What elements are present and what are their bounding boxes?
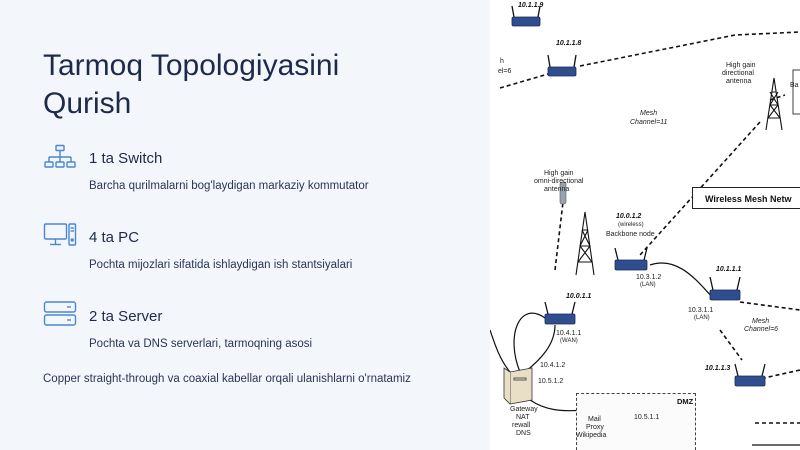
diagram-label: High gain	[726, 62, 756, 69]
diagram-label: Channel=6	[744, 326, 779, 333]
item-description-switch: Barcha qurilmalarni bog'laydigan markazi…	[89, 180, 369, 192]
diagram-label: NAT	[516, 414, 530, 421]
item-heading-switch: 1 ta Switch	[89, 150, 163, 167]
node-label: 10.1.1.9	[518, 2, 544, 9]
diagram-label: h	[500, 58, 504, 65]
diagram-label: antenna	[544, 186, 570, 193]
diagram-label: directional	[722, 70, 754, 77]
item-description-pc: Pochta mijozlari sifatida ishlaydigan is…	[89, 259, 353, 271]
slide-left-panel: Tarmoq Topologiyasini Qurish 1 ta Switch…	[43, 49, 411, 385]
diagram-label: 10.4.1.2	[540, 362, 566, 369]
diagram-label: 10.5.1.2	[538, 378, 564, 385]
node-label: 10.1.1.8	[556, 40, 582, 47]
diagram-label: 10.4.1.1	[556, 330, 582, 337]
dmz-label: DMZ	[677, 397, 694, 406]
diagram-label: Backbone node	[606, 231, 655, 238]
item-heading-pc: 4 ta PC	[89, 229, 140, 246]
diagram-label: Mesh	[640, 110, 658, 117]
diagram-title: Wireless Mesh Netw	[692, 187, 800, 209]
diagram-label: (LAN)	[640, 282, 656, 288]
node-label: 10.0.1.1	[566, 293, 592, 300]
diagram-label: rewall	[512, 422, 531, 429]
diagram-label: DNS	[516, 430, 531, 437]
diagram-label: omni-directional	[534, 178, 584, 185]
diagram-label: Ba	[790, 82, 799, 89]
diagram-label: High gain	[544, 170, 574, 177]
server-icon	[43, 300, 77, 328]
item-heading-server: 2 ta Server	[89, 308, 163, 325]
diagram-label: 10.5.1.1	[634, 414, 660, 421]
switch-icon	[43, 144, 77, 172]
item-description-server: Pochta va DNS serverlari, tarmoqning aso…	[89, 338, 313, 350]
diagram-label: Mail	[588, 416, 601, 423]
diagram-label: Mesh	[752, 318, 770, 325]
node-label: 10.1.1.1	[716, 266, 742, 273]
pc-icon	[43, 222, 77, 250]
diagram-label: (WAN)	[560, 338, 578, 344]
node-label: 10.0.1.2	[616, 213, 642, 220]
diagram-label: 10.3.1.2	[636, 274, 662, 281]
diagram-label: Proxy	[586, 424, 604, 431]
diagram-label: (wireless)	[618, 222, 644, 228]
diagram-label: (LAN)	[694, 315, 710, 321]
network-diagram-image: 10.1.1.9 10.1.1.8 h el=6 High gain direc…	[490, 0, 800, 450]
slide-footer-text: Copper straight-through va coaxial kabel…	[43, 373, 411, 385]
slide-title: Tarmoq Topologiyasini Qurish	[43, 49, 340, 120]
dmz-zone: DMZ	[576, 393, 696, 450]
diagram-label: antenna	[726, 78, 752, 85]
diagram-label: el=6	[498, 68, 512, 75]
diagram-label: Gateway	[510, 406, 538, 413]
diagram-label: Wikipedia	[576, 432, 607, 439]
diagram-label: Channel=11	[630, 119, 668, 126]
node-label: 10.1.1.3	[705, 365, 731, 372]
diagram-label: 10.3.1.1	[688, 307, 714, 314]
